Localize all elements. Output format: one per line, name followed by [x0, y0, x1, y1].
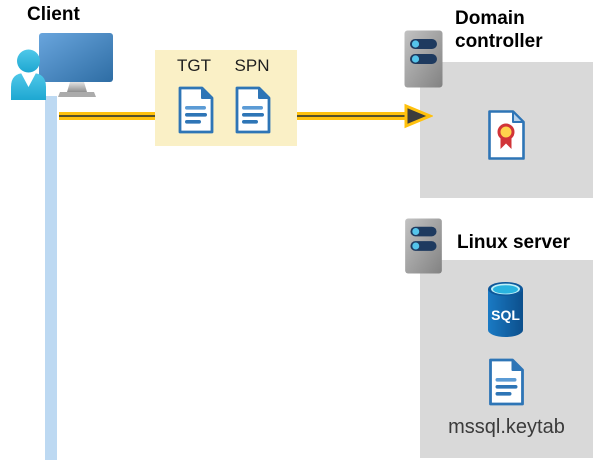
sql-text: SQL [491, 307, 520, 323]
certificate-icon [488, 110, 525, 160]
client-workstation-icon [11, 33, 113, 100]
client-label: Client [27, 4, 80, 25]
ticket-box: TGT SPN [155, 50, 297, 146]
domain-controller-box [420, 62, 593, 198]
client-timeline-line [45, 96, 57, 460]
linux-server-box: SQL mssql.keytab [420, 260, 593, 458]
tgt-label: TGT [177, 56, 211, 75]
arrow-head-icon [404, 103, 433, 129]
domain-controller-label: Domain controller [455, 8, 543, 52]
spn-label: SPN [234, 56, 270, 75]
tgt-document-icon [178, 86, 214, 134]
user-icon [11, 49, 46, 100]
linux-server-label: Linux server [457, 232, 570, 253]
spn-document-icon [235, 86, 271, 134]
server-icon [405, 218, 442, 274]
server-icon [404, 30, 443, 88]
sql-database-icon: SQL [488, 282, 523, 337]
keytab-label: mssql.keytab [448, 416, 565, 438]
keytab-document-icon [489, 358, 524, 406]
monitor-icon [39, 33, 113, 97]
